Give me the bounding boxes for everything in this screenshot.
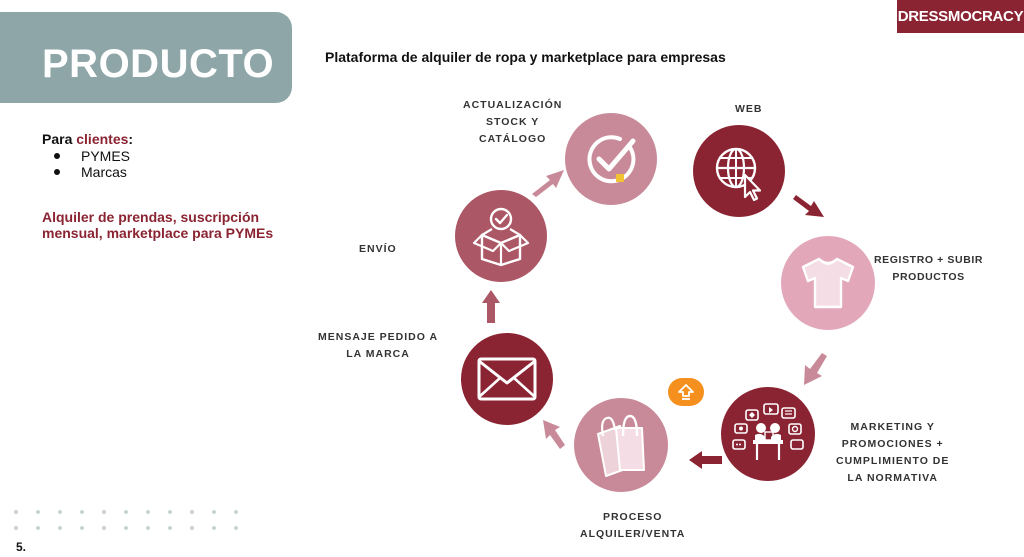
- dot: [168, 526, 172, 530]
- dot: [58, 510, 62, 514]
- label-mensaje: MENSAJE PEDIDO A LA MARCA: [318, 329, 438, 363]
- dot: [80, 510, 84, 514]
- step-proceso: [574, 398, 668, 492]
- label-line: PRODUCTOS: [892, 271, 965, 283]
- page-title: PRODUCTO: [42, 42, 275, 86]
- label-envio: ENVÍO: [359, 243, 397, 255]
- dot: [190, 510, 194, 514]
- upload-icon: [678, 384, 694, 400]
- label-line: LA NORMATIVA: [847, 472, 938, 484]
- clients-suffix: :: [128, 131, 134, 147]
- clients-list: PYMES Marcas: [42, 148, 133, 180]
- step-mensaje: [461, 333, 553, 425]
- arrow-web-to-registro: [793, 195, 824, 217]
- label-marketing: MARKETING Y PROMOCIONES + CUMPLIMIENTO D…: [836, 419, 949, 487]
- list-item: Marcas: [42, 164, 133, 180]
- list-item: PYMES: [42, 148, 133, 164]
- dot: [102, 510, 106, 514]
- title-banner: PRODUCTO: [0, 12, 292, 103]
- dot: [36, 510, 40, 514]
- dot: [190, 526, 194, 530]
- clients-prefix: Para: [42, 131, 77, 147]
- label-line: PROMOCIONES +: [841, 438, 944, 450]
- dot: [14, 510, 18, 514]
- dot: [146, 510, 150, 514]
- dot: [124, 510, 128, 514]
- arrow-registro-to-marketing: [804, 353, 827, 385]
- dot: [234, 526, 238, 530]
- label-line: ALQUILER/VENTA: [580, 528, 686, 540]
- dot: [80, 526, 84, 530]
- label-line: LA MARCA: [346, 348, 410, 360]
- dot: [58, 526, 62, 530]
- dot: [36, 526, 40, 530]
- label-line: MENSAJE PEDIDO A: [318, 331, 439, 343]
- label-registro: REGISTRO + SUBIR PRODUCTOS: [874, 252, 983, 286]
- dot: [14, 526, 18, 530]
- dot: [212, 526, 216, 530]
- step-web: [693, 125, 785, 217]
- label-line: PROCESO: [602, 511, 663, 523]
- clients-block: Para clientes: PYMES Marcas: [42, 131, 133, 180]
- step-envio: [455, 190, 547, 282]
- marketing-people-icon: [732, 403, 804, 460]
- shopping-bag-icon: [597, 414, 645, 477]
- label-line: CUMPLIMIENTO DE: [836, 455, 950, 467]
- label-line: CATÁLOGO: [479, 133, 547, 145]
- arrow-mensaje-to-envio: [482, 290, 500, 323]
- label-line: MARKETING Y: [850, 421, 935, 433]
- upload-button[interactable]: [668, 378, 704, 406]
- dot: [212, 510, 216, 514]
- globe-cursor-icon: [715, 147, 762, 201]
- clients-accent: clientes: [76, 131, 129, 147]
- slide-subtitle: Plataforma de alquiler de ropa y marketp…: [325, 49, 726, 65]
- arrow-envio-to-actualizacion: [532, 170, 564, 197]
- dot: [124, 526, 128, 530]
- clients-heading: Para clientes:: [42, 131, 133, 147]
- label-web: WEB: [735, 103, 763, 115]
- label-proceso: PROCESO ALQUILER/VENTA: [580, 509, 685, 543]
- brand-logo: DRESSMOCRACY: [897, 0, 1024, 33]
- step-registro: [781, 236, 875, 330]
- dot: [102, 526, 106, 530]
- arrow-marketing-to-proceso: [689, 451, 722, 469]
- checkmark-circle-icon: [587, 135, 636, 184]
- tshirt-icon: [801, 257, 855, 309]
- dot: [234, 510, 238, 514]
- dot: [168, 510, 172, 514]
- label-line: ACTUALIZACIÓN: [463, 99, 563, 111]
- label-line: STOCK Y: [486, 116, 540, 128]
- step-actualizacion: [565, 113, 657, 205]
- page-number: 5.: [16, 540, 27, 554]
- label-actualizacion: ACTUALIZACIÓN STOCK Y CATÁLOGO: [463, 97, 562, 148]
- step-marketing: [721, 387, 815, 481]
- product-description: Alquiler de prendas, suscripción mensual…: [42, 209, 274, 241]
- dot: [146, 526, 150, 530]
- box-check-icon: [472, 207, 530, 267]
- label-line: REGISTRO + SUBIR: [874, 254, 984, 266]
- envelope-icon: [477, 357, 537, 401]
- arrow-proceso-to-mensaje: [543, 420, 565, 449]
